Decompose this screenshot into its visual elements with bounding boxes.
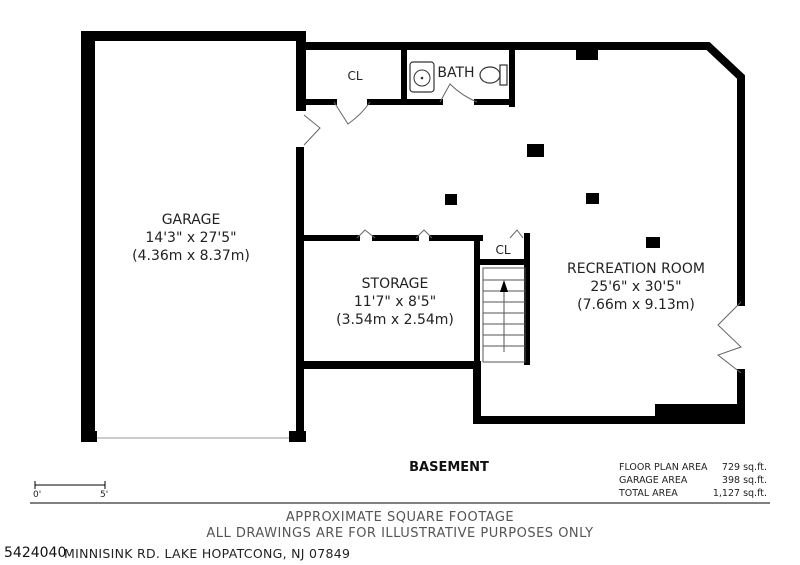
area-label-floor: FLOOR PLAN AREA xyxy=(619,462,708,473)
storage-label: STORAGE xyxy=(362,276,429,292)
door-swings xyxy=(303,83,742,374)
columns xyxy=(445,50,660,248)
garage-dimensions-metric: (4.36m x 8.37m) xyxy=(132,248,250,264)
scale-end-label: 5' xyxy=(100,490,108,500)
recreation-room-dimensions: 25'6" x 30'5" xyxy=(590,279,681,295)
garage-walls xyxy=(81,31,306,442)
floor-title: BASEMENT xyxy=(409,460,489,475)
area-label-total: TOTAL AREA xyxy=(618,488,678,499)
area-value-garage: 398 sq.ft. xyxy=(722,475,767,486)
garage-dimensions: 14'3" x 27'5" xyxy=(145,230,236,246)
main-walls xyxy=(296,42,745,424)
stairs xyxy=(482,267,526,363)
mls-id: 5424040 xyxy=(4,545,66,561)
footer-disclaimer: ALL DRAWINGS ARE FOR ILLUSTRATIVE PURPOS… xyxy=(206,526,593,541)
area-label-garage: GARAGE AREA xyxy=(619,475,688,486)
recreation-room-dimensions-metric: (7.66m x 9.13m) xyxy=(577,297,695,313)
area-value-floor: 729 sq.ft. xyxy=(722,462,767,473)
recreation-room-label: RECREATION ROOM xyxy=(567,261,705,277)
bath-label: BATH xyxy=(437,65,474,81)
storage-dimensions: 11'7" x 8'5" xyxy=(354,294,436,310)
closet-label: CL xyxy=(347,69,362,83)
sink-icon xyxy=(409,61,435,93)
toilet-icon xyxy=(479,64,508,86)
footer-approx-footage: APPROXIMATE SQUARE FOOTAGE xyxy=(286,510,514,525)
property-address: MINNISINK RD. LAKE HOPATCONG, NJ 07849 xyxy=(64,546,350,561)
scale-bar xyxy=(34,481,106,489)
wall-beam-bottom xyxy=(655,404,741,424)
storage-dimensions-metric: (3.54m x 2.54m) xyxy=(336,312,454,328)
scale-start-label: 0' xyxy=(33,490,41,500)
stair-closet-label: CL xyxy=(495,243,510,257)
area-value-total: 1,127 sq.ft. xyxy=(713,488,767,499)
stairs-arrow-icon xyxy=(500,280,508,292)
garage-label: GARAGE xyxy=(162,212,221,228)
